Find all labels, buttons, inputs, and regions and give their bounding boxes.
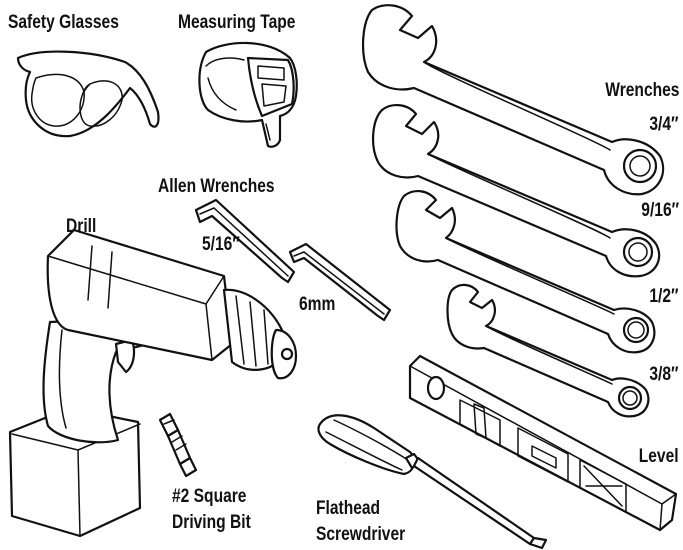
allen-wrench-small-icon xyxy=(288,242,392,322)
wrench-9-16-label: 9/16″ xyxy=(641,200,679,221)
wrench-1-2-label: 1/2″ xyxy=(649,286,679,307)
drill-icon xyxy=(8,228,298,538)
wrench-1-2-icon xyxy=(395,190,656,354)
allen-6mm-label: 6mm xyxy=(299,294,336,315)
drill-label: Drill xyxy=(66,216,97,237)
driving-bit-label-line2: Driving Bit xyxy=(172,512,251,533)
wrench-3-4-icon xyxy=(361,4,665,196)
wrench-3-8-icon xyxy=(446,283,650,418)
measuring-tape-label: Measuring Tape xyxy=(178,12,296,33)
wrench-9-16-icon xyxy=(372,104,661,278)
allen-5-16-label: 5/16″ xyxy=(202,234,240,255)
allen-wrench-large-icon xyxy=(194,198,296,284)
flathead-screwdriver-icon xyxy=(317,414,548,550)
driving-bit-label-line1: #2 Square xyxy=(172,486,247,507)
level-label: Level xyxy=(639,446,679,467)
safety-glasses-icon xyxy=(16,50,160,138)
wrench-3-8-label: 3/8″ xyxy=(649,364,679,385)
wrench-3-4-label: 3/4″ xyxy=(649,114,679,135)
flathead-label-line1: Flathead xyxy=(316,498,381,519)
flathead-label-line2: Screwdriver xyxy=(316,524,406,545)
driving-bit-icon xyxy=(158,412,198,478)
measuring-tape-icon xyxy=(198,41,298,148)
allen-wrenches-label: Allen Wrenches xyxy=(158,176,275,197)
safety-glasses-label: Safety Glasses xyxy=(8,12,119,33)
wrenches-label: Wrenches xyxy=(604,80,679,101)
level-icon xyxy=(408,354,678,532)
